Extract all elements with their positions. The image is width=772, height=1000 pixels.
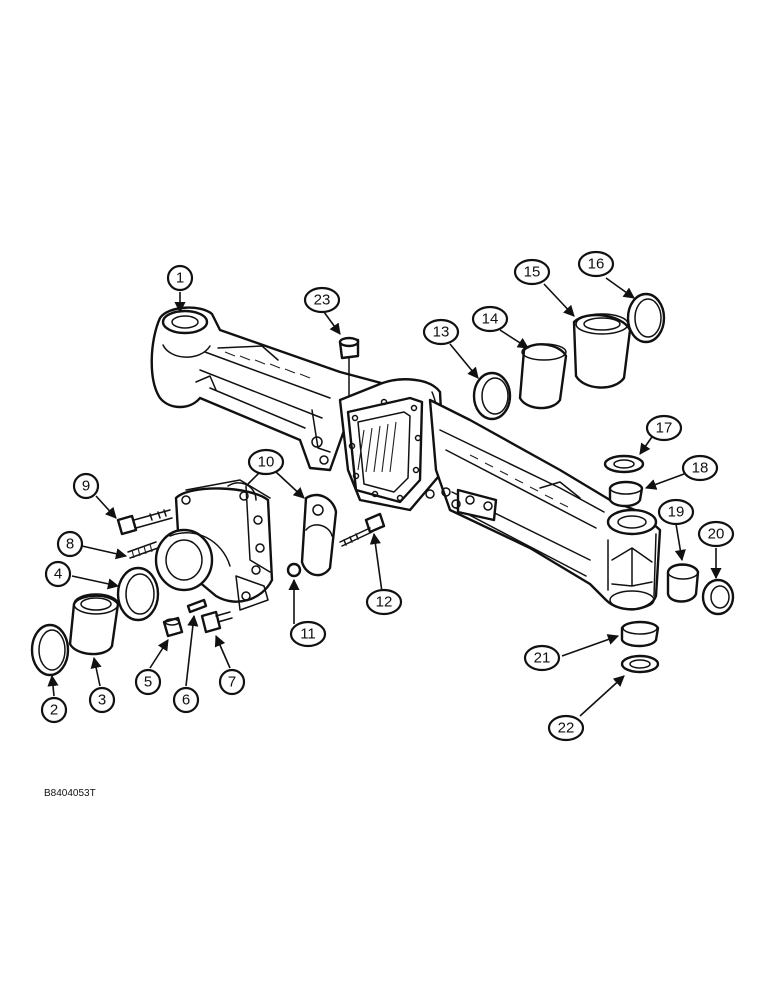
- part-16-ring: [626, 292, 666, 344]
- svg-text:8: 8: [66, 536, 74, 553]
- svg-text:20: 20: [708, 526, 725, 543]
- svg-text:6: 6: [182, 692, 190, 709]
- svg-text:11: 11: [300, 626, 316, 643]
- part-6-pin: [186, 598, 208, 614]
- callout-7: 7: [218, 668, 246, 696]
- svg-text:5: 5: [144, 674, 152, 691]
- svg-text:17: 17: [656, 420, 673, 437]
- part-19-bushing: [666, 563, 700, 603]
- part-21-bushing: [620, 620, 660, 648]
- callout-11: 11: [289, 620, 327, 648]
- svg-text:19: 19: [668, 504, 685, 521]
- svg-text:4: 4: [54, 566, 62, 583]
- svg-text:21: 21: [534, 650, 551, 667]
- svg-text:10: 10: [258, 454, 275, 471]
- callout-9: 9: [72, 472, 100, 500]
- callout-16: 16: [577, 250, 615, 278]
- callout-22: 22: [547, 714, 585, 742]
- part-10-bracket: [300, 493, 338, 577]
- svg-text:22: 22: [558, 720, 575, 737]
- svg-text:12: 12: [376, 594, 393, 611]
- figure-code: B8404053T: [44, 788, 96, 799]
- callout-23: 23: [303, 286, 341, 314]
- callout-3: 3: [88, 686, 116, 714]
- svg-text:7: 7: [228, 674, 236, 691]
- svg-text:23: 23: [314, 292, 331, 309]
- leader-lines: [47, 277, 722, 717]
- part-23-plug: [338, 336, 360, 397]
- callout-19: 19: [657, 498, 695, 526]
- callout-17: 17: [645, 414, 683, 442]
- callouts: 1 2 3 4 5 6 7 8 9 10 11 12 13 14 15 16 1…: [40, 250, 735, 742]
- callout-14: 14: [471, 305, 509, 333]
- part-20-ring: [701, 578, 735, 616]
- part-7-bolt: [200, 610, 233, 634]
- svg-text:1: 1: [176, 270, 184, 287]
- svg-text:2: 2: [50, 702, 58, 719]
- steering-hub-assembly: [154, 479, 274, 611]
- part-13-ring: [472, 371, 512, 421]
- part-5-nut: [162, 616, 184, 638]
- part-14-bushing: [518, 343, 568, 410]
- svg-text:15: 15: [524, 264, 541, 281]
- part-8-stud: [127, 541, 159, 559]
- part-3-bushing: [68, 593, 120, 656]
- svg-text:3: 3: [98, 692, 106, 709]
- part-12-bolt: [339, 512, 386, 547]
- callout-6: 6: [172, 686, 200, 714]
- callout-18: 18: [681, 454, 719, 482]
- part-4-ring: [116, 566, 160, 622]
- callout-13: 13: [422, 318, 460, 346]
- part-22-washer: [620, 654, 660, 674]
- callout-15: 15: [513, 258, 551, 286]
- svg-text:16: 16: [588, 256, 605, 273]
- part-18-bushing: [608, 480, 644, 508]
- part-17-washer: [603, 454, 645, 474]
- svg-text:18: 18: [692, 460, 709, 477]
- part-9-bolt: [116, 509, 173, 536]
- svg-text:9: 9: [82, 478, 90, 495]
- callout-10: 10: [247, 448, 285, 476]
- part-15-bushing: [572, 313, 632, 389]
- part-11-pin: [286, 562, 302, 578]
- callout-5: 5: [134, 668, 162, 696]
- callout-4: 4: [44, 560, 72, 588]
- svg-text:14: 14: [482, 311, 499, 328]
- svg-text:13: 13: [433, 324, 450, 341]
- callout-21: 21: [523, 644, 561, 672]
- axle-housing: [150, 306, 662, 611]
- callout-2: 2: [40, 696, 68, 724]
- callout-8: 8: [56, 530, 84, 558]
- callout-1: 1: [166, 264, 194, 292]
- part-2-ring: [30, 623, 70, 677]
- callout-12: 12: [365, 588, 403, 616]
- callout-20: 20: [697, 520, 735, 548]
